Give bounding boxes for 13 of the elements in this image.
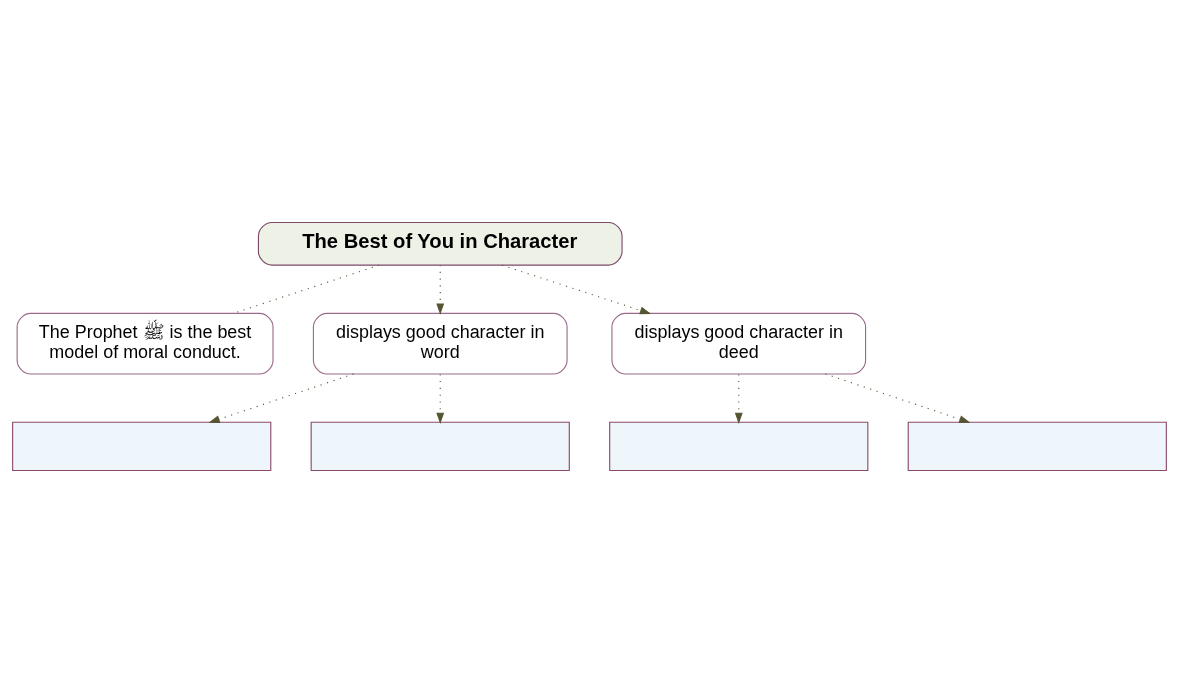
node-box: The Best of You in Character [257,221,623,266]
node-box [310,421,570,471]
arrow [436,373,445,424]
node-box: displays good character in word [312,312,568,375]
arrow [208,372,355,423]
arrow [501,264,652,314]
node-box [609,421,869,471]
arrow [734,373,743,424]
node-box [907,421,1167,471]
node-box [12,421,272,471]
arrow [436,264,445,315]
arrow [824,372,971,423]
node-box: displays good character in deed [611,312,867,375]
